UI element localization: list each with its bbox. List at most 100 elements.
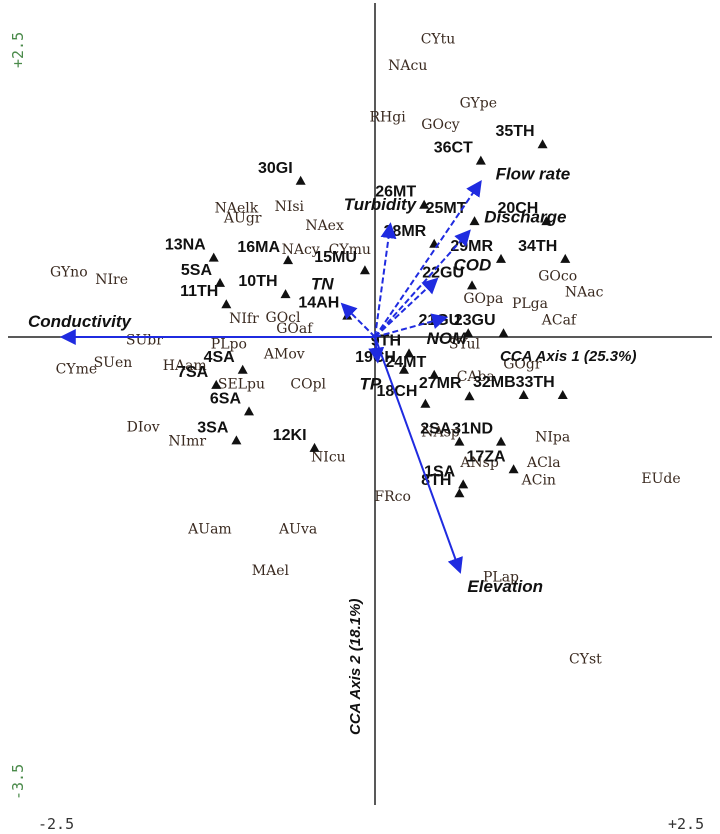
species-label: NAsp [421, 425, 460, 441]
site-label: 18CH [376, 383, 417, 400]
y-tick-max: +2.5 [9, 32, 27, 68]
site-label: 35TH [495, 123, 534, 140]
x-axis-label: CCA Axis 1 (25.3%) [500, 348, 636, 365]
site-marker [458, 479, 469, 489]
site-label: 12KI [273, 427, 307, 444]
species-label: NImr [168, 433, 206, 449]
site-label: 16MA [237, 239, 280, 256]
species-label: GOpa [463, 291, 503, 307]
species-label: FRco [374, 489, 411, 505]
species-label: NAelk [215, 200, 259, 216]
site-marker [496, 436, 506, 446]
site-marker [475, 155, 486, 165]
site-marker [231, 435, 242, 445]
x-tick-min: -2.5 [38, 815, 74, 833]
site-marker [467, 280, 478, 290]
site-label: 2SA [420, 421, 452, 438]
species-label: SELpu [218, 377, 265, 393]
vector-label: Flow rate [496, 164, 571, 183]
vector-arrow [374, 229, 471, 338]
species-label: NAex [305, 218, 344, 234]
site-label: 6SA [210, 390, 242, 407]
site-marker [508, 464, 519, 474]
site-marker [342, 310, 353, 320]
vector-arrow [374, 222, 397, 338]
site-label: 28MR [384, 223, 427, 240]
species-label: CYst [569, 651, 602, 667]
species-label: GOco [538, 268, 577, 284]
species-label: CYtu [421, 31, 456, 47]
site-marker [537, 139, 548, 149]
species-label: NIre [95, 272, 128, 288]
species-label: AUgr [223, 210, 262, 226]
site-marker [237, 364, 248, 374]
site-label: 24MT [385, 354, 426, 371]
species-label: AUam [187, 522, 232, 538]
site-label: 11TH [180, 283, 218, 300]
site-marker [404, 348, 415, 358]
species-label: GYpe [460, 96, 497, 112]
species-label: NAcy [282, 242, 320, 258]
species-label: HAam [163, 358, 207, 374]
species-label: PLap [483, 569, 519, 585]
site-label: 13NA [165, 237, 206, 254]
vector-label: TN [311, 275, 334, 294]
vector-arrow [374, 313, 449, 338]
species-label: CYme [56, 362, 98, 378]
site-label: 33TH [516, 374, 555, 391]
site-label: 1SA [424, 463, 456, 480]
species-label: DIov [127, 420, 160, 436]
species-label: PLpo [211, 336, 247, 352]
vector-label: Discharge [484, 207, 566, 226]
site-label: 3SA [197, 419, 229, 436]
species-label: GYno [50, 265, 88, 281]
site-label: 10TH [238, 273, 277, 290]
site-label: 36CT [434, 140, 473, 157]
species-label: CAba [457, 369, 495, 385]
site-label: 7SA [177, 364, 209, 381]
site-label: 17ZA [466, 448, 506, 465]
site-marker [541, 216, 552, 226]
species-label: COpl [290, 377, 326, 393]
site-marker [463, 328, 474, 338]
site-marker [419, 199, 430, 209]
x-tick-max: +2.5 [668, 815, 704, 833]
site-marker [560, 253, 571, 263]
species-label: NIcu [311, 450, 346, 466]
site-label: 32MB [473, 374, 516, 391]
environmental-vectors: Flow rateTurbidityDischargeCODNOMTNCondu… [28, 164, 570, 596]
species-label: PLga [512, 296, 548, 312]
species-label: ACin [521, 472, 556, 488]
site-marker [498, 328, 509, 338]
site-marker [518, 389, 529, 399]
species-label: NAac [565, 285, 604, 301]
species-label: RHgi [369, 110, 406, 126]
species-label: GOgr [503, 357, 542, 373]
site-marker [295, 175, 306, 185]
site-marker [557, 389, 568, 399]
site-marker [359, 265, 370, 275]
species-label: AMov [263, 346, 305, 362]
site-label: 4SA [204, 349, 236, 366]
vector-arrow [374, 336, 463, 574]
vector-arrow [374, 179, 482, 338]
site-marker [221, 299, 232, 309]
species-label: MAel [252, 563, 290, 579]
y-axis-label: CCA Axis 2 (18.1%) [347, 599, 364, 735]
species-label: ANsp [459, 455, 499, 471]
site-label: 26MT [375, 184, 416, 201]
site-label: 30GI [258, 160, 293, 177]
vector-label: Elevation [467, 577, 543, 596]
site-marker [464, 391, 475, 401]
site-marker [309, 442, 320, 452]
site-label: 5SA [181, 262, 213, 279]
site-marker [208, 252, 219, 262]
site-marker [398, 364, 409, 374]
vector-arrow [374, 277, 439, 338]
site-marker [429, 369, 440, 379]
site-label: 15MU [314, 249, 357, 266]
site-marker [454, 436, 465, 446]
species-label: NIpa [535, 430, 570, 446]
